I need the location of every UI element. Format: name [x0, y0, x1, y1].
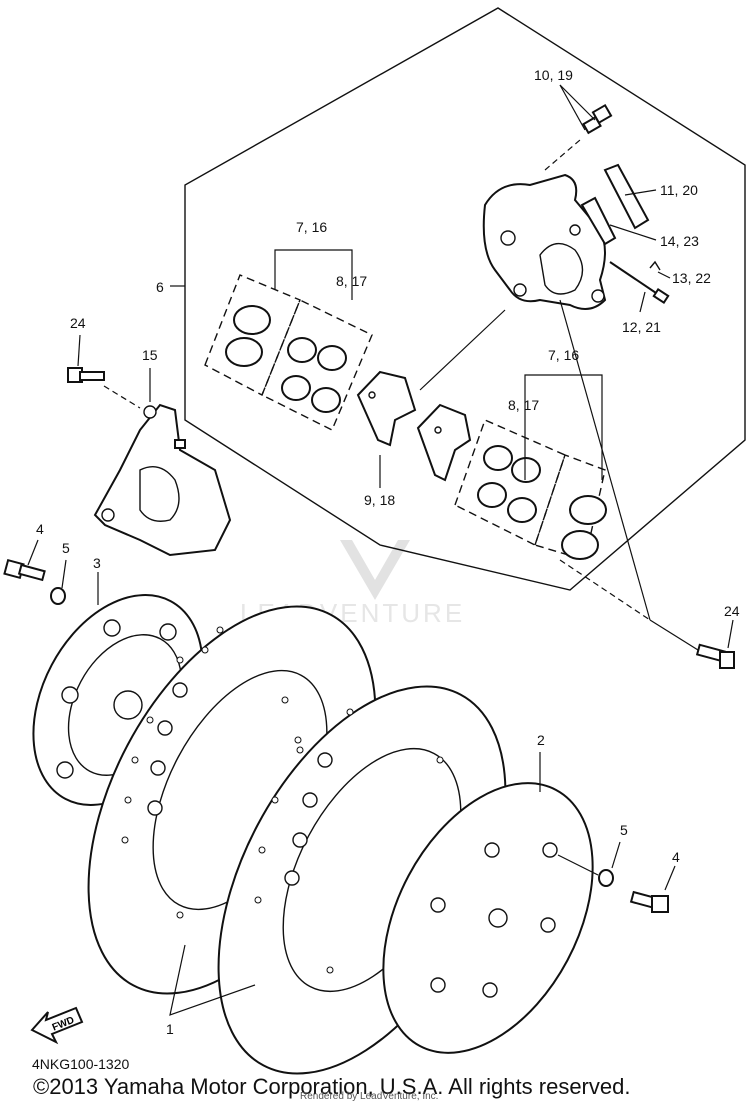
callout-brackets: [274, 249, 603, 488]
callout-8-17-upper: 8, 17: [336, 273, 367, 289]
bleed-screw: [544, 103, 613, 171]
diagram-code: 4NKG100-1320: [32, 1056, 130, 1072]
piston-set-upper: [204, 274, 373, 431]
rendered-by-notice: Rendered by LeadVenture, Inc.: [300, 1091, 439, 1102]
callout-2: 2: [537, 732, 545, 748]
pad-pin: [609, 260, 670, 305]
callout-1: 1: [166, 1021, 174, 1037]
callout-7-16-lower: 7, 16: [548, 347, 579, 363]
washer-right: [557, 854, 614, 887]
caliper-assembly-outline: [184, 7, 746, 591]
caliper-left: [93, 403, 232, 557]
callout-11-20: 11, 20: [660, 182, 698, 198]
caliper-bolt-lower: [559, 559, 735, 669]
disc-cover: [382, 782, 594, 1054]
caliper-body-right: [482, 173, 607, 310]
callout-24-lower: 24: [724, 603, 740, 619]
washer-left: [50, 587, 66, 605]
callout-9-18: 9, 18: [364, 492, 395, 508]
callout-4-left: 4: [36, 521, 44, 537]
callout-5-right: 5: [620, 822, 628, 838]
callout-5-left: 5: [62, 540, 70, 556]
callout-15: 15: [142, 347, 158, 363]
disc-bolt-left: [3, 558, 46, 582]
brake-pads: [356, 370, 472, 482]
copyright-notice: ©2013 Yamaha Motor Corporation, U.S.A. A…: [33, 1074, 631, 1099]
callout-8-17-lower: 8, 17: [508, 397, 539, 413]
callout-4-right: 4: [672, 849, 680, 865]
callout-7-16-upper: 7, 16: [296, 219, 327, 235]
fwd-arrow: FWD: [30, 1006, 84, 1045]
callout-3: 3: [93, 555, 101, 571]
callout-6: 6: [156, 279, 164, 295]
callout-24-upper: 24: [70, 315, 86, 331]
callout-10-19: 10, 19: [534, 67, 573, 83]
caliper-bolt-upper: [67, 367, 141, 409]
callout-14-23: 14, 23: [660, 233, 699, 249]
piston-set-lower: [454, 419, 607, 561]
callout-12-21: 12, 21: [622, 319, 661, 335]
callout-13-22: 13, 22: [672, 270, 711, 286]
pad-support-spring: [580, 163, 650, 246]
disc-bolt-right: [629, 890, 669, 913]
